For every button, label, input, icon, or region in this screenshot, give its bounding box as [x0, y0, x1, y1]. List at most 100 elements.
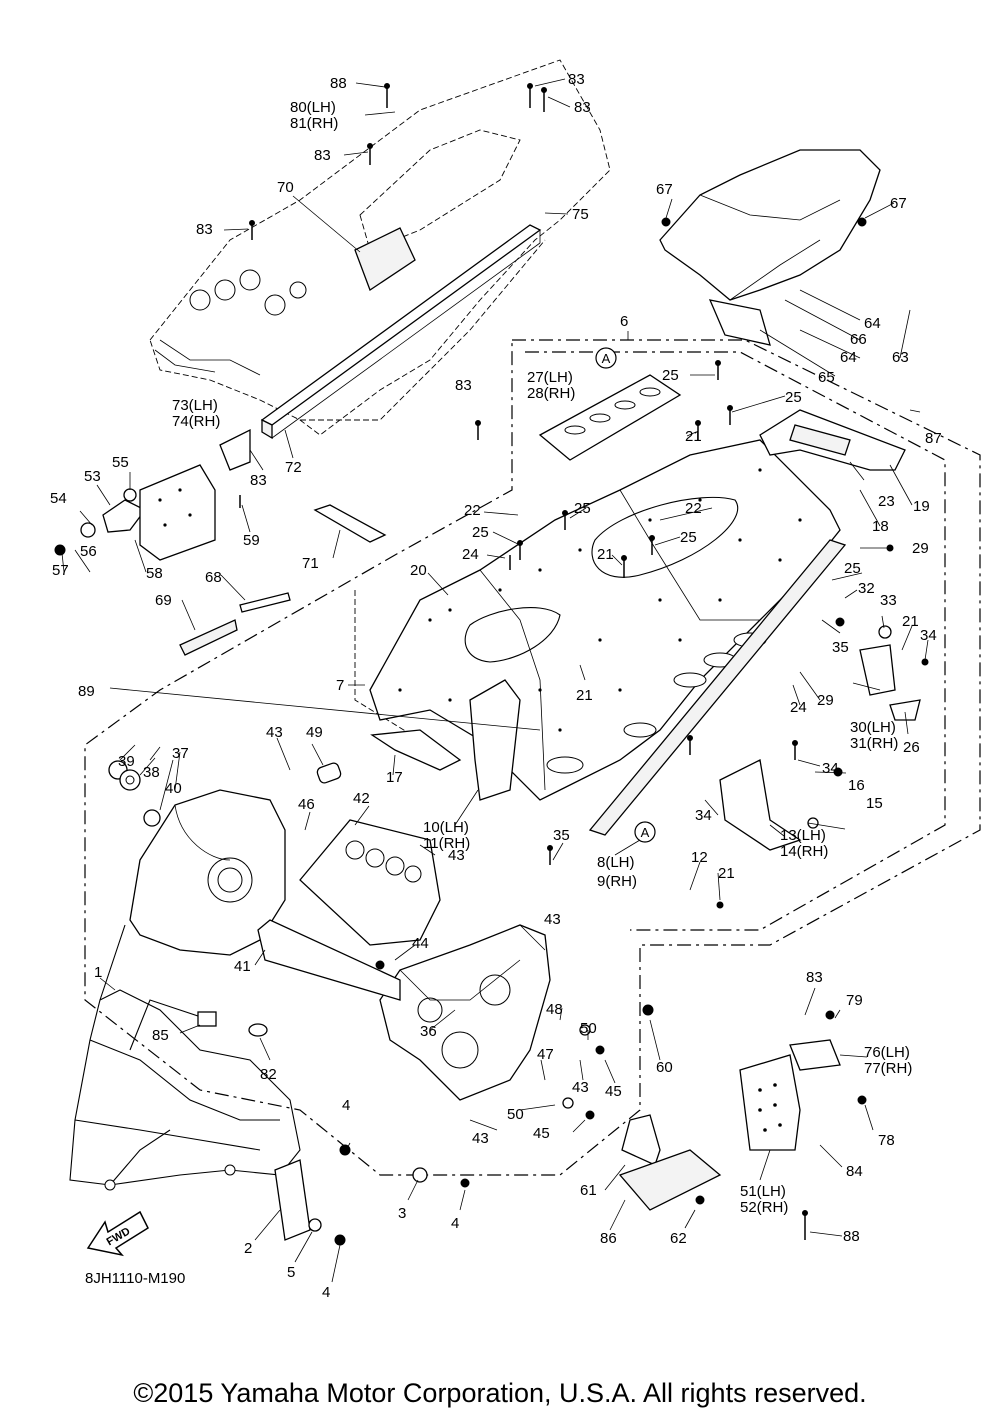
label-68: 68: [205, 569, 222, 586]
seat-reference-outline: [149, 59, 611, 436]
label-4-a: 4: [342, 1097, 350, 1114]
plate-2: [274, 1159, 311, 1241]
label-10: 10(LH): [423, 819, 469, 836]
seal-40: [143, 809, 161, 827]
label-85: 85: [152, 1027, 169, 1044]
label-29-a: 29: [912, 540, 929, 557]
rear-crossmember: [759, 409, 906, 471]
label-35-b: 35: [553, 827, 570, 844]
label-43-a: 43: [266, 724, 283, 741]
part-labels: 88 83 83 80(LH) 81(RH) 83 70 83 75 67 67…: [50, 71, 942, 1301]
fwd-arrow-icon: FWD: [86, 1210, 149, 1257]
label-29-b: 29: [817, 692, 834, 709]
label-22-b: 22: [685, 500, 702, 517]
plate-26: [889, 699, 921, 721]
label-14: 14(RH): [780, 843, 828, 860]
label-89: 89: [78, 683, 95, 700]
label-23: 23: [878, 493, 895, 510]
label-71: 71: [302, 555, 319, 572]
label-7: 7: [336, 677, 344, 694]
label-22-a: 22: [464, 502, 481, 519]
bracket-73-74: [219, 428, 251, 471]
bracket-30-31: [859, 644, 896, 696]
copyright-notice: ©2015 Yamaha Motor Corporation, U.S.A. A…: [133, 1378, 867, 1408]
strip-68: [239, 592, 291, 613]
label-25-f: 25: [844, 560, 861, 577]
label-80: 80(LH): [290, 99, 336, 116]
label-83-e: 83: [455, 377, 472, 394]
label-53: 53: [84, 468, 101, 485]
bracket-71: [313, 504, 387, 543]
label-50-a: 50: [580, 1020, 597, 1037]
label-52: 52(RH): [740, 1199, 788, 1216]
label-18: 18: [872, 518, 889, 535]
bracket-53: [102, 499, 146, 533]
label-21-e: 21: [718, 865, 735, 882]
label-81: 81(RH): [290, 115, 338, 132]
label-15: 15: [866, 795, 883, 812]
label-43-e: 43: [472, 1130, 489, 1147]
handle-76-77: [789, 1039, 841, 1071]
label-16: 16: [848, 777, 865, 794]
label-43-c: 43: [544, 911, 561, 928]
label-88-bottom: 88: [843, 1228, 860, 1245]
label-62: 62: [670, 1230, 687, 1247]
rear-flap-63: [659, 149, 881, 346]
label-6: 6: [620, 313, 628, 330]
label-82: 82: [260, 1066, 277, 1083]
label-79: 79: [846, 992, 863, 1009]
label-28: 28(RH): [527, 385, 575, 402]
label-40: 40: [165, 780, 182, 797]
label-4-c: 4: [322, 1284, 330, 1301]
label-42: 42: [353, 790, 370, 807]
label-32: 32: [858, 580, 875, 597]
side-panel-36: [379, 924, 551, 1101]
label-45-b: 45: [533, 1125, 550, 1142]
label-21-d: 21: [576, 687, 593, 704]
bracket-10-11: [469, 679, 521, 801]
drawing-code: 8JH1110-M190: [85, 1270, 186, 1287]
plate-70: [354, 227, 416, 291]
label-21-a: 21: [685, 428, 702, 445]
step-51-52: [739, 1054, 801, 1151]
label-19: 19: [913, 498, 930, 515]
label-64-a: 64: [864, 315, 881, 332]
label-31: 31(RH): [850, 735, 898, 752]
callout-marker-bottom: A: [634, 821, 656, 843]
label-64-b: 64: [840, 349, 857, 366]
label-34-c: 34: [695, 807, 712, 824]
label-83-a: 83: [568, 71, 585, 88]
callout-a-bottom: A: [641, 825, 650, 840]
bulkhead-37: [129, 789, 286, 956]
label-38: 38: [143, 764, 160, 781]
label-34-a: 34: [920, 627, 937, 644]
label-55: 55: [112, 454, 129, 471]
label-43-d: 43: [572, 1079, 589, 1096]
label-27: 27(LH): [527, 369, 573, 386]
bracket-41: [257, 919, 401, 1001]
label-43-b: 43: [448, 847, 465, 864]
label-83-f: 83: [250, 472, 267, 489]
leader-lines: [61, 78, 929, 1283]
label-54: 54: [50, 490, 67, 507]
group-boundary-7: [354, 590, 421, 741]
label-77: 77(RH): [864, 1060, 912, 1077]
rail-8-9: [588, 539, 847, 836]
label-13: 13(LH): [780, 827, 826, 844]
label-45-a: 45: [605, 1083, 622, 1100]
label-25-e: 25: [680, 529, 697, 546]
washers: [308, 625, 892, 1232]
label-21-b: 21: [597, 546, 614, 563]
label-74: 74(RH): [172, 413, 220, 430]
label-46: 46: [298, 796, 315, 813]
label-63: 63: [892, 349, 909, 366]
label-1: 1: [94, 964, 102, 981]
label-87: 87: [925, 430, 942, 447]
label-25-b: 25: [785, 389, 802, 406]
label-25-c: 25: [574, 500, 591, 517]
label-69: 69: [155, 592, 172, 609]
label-83-b: 83: [574, 99, 591, 116]
grommet-82: [248, 1023, 268, 1037]
bracket-58: [139, 464, 216, 561]
